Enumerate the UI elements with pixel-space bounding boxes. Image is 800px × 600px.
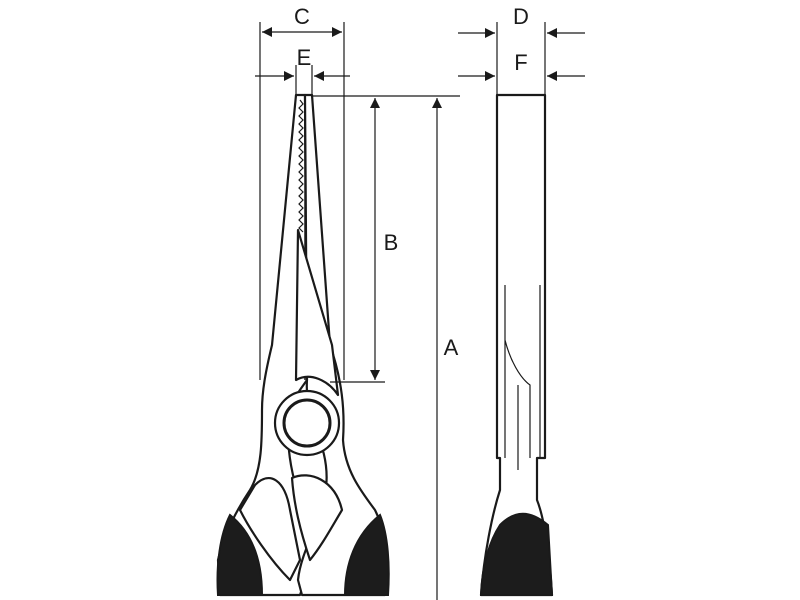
label-e: E xyxy=(297,45,312,70)
right-grip xyxy=(343,513,390,596)
pliers-front-view xyxy=(216,93,390,597)
dimension-lines xyxy=(255,22,585,600)
label-c: C xyxy=(294,4,310,29)
label-a: A xyxy=(444,335,459,360)
handle-cutout-right xyxy=(290,474,344,562)
pivot-rivet-inner xyxy=(282,398,332,448)
left-grip xyxy=(216,513,264,596)
pliers-side-view xyxy=(479,93,554,597)
handle-cutout-left xyxy=(238,477,302,582)
label-f: F xyxy=(514,50,527,75)
jaw-inner-contour xyxy=(294,228,340,397)
side-pivot-detail xyxy=(504,285,541,470)
side-grip xyxy=(479,512,554,596)
label-d: D xyxy=(513,4,529,29)
jaw-serration xyxy=(298,99,304,233)
label-b: B xyxy=(384,230,399,255)
